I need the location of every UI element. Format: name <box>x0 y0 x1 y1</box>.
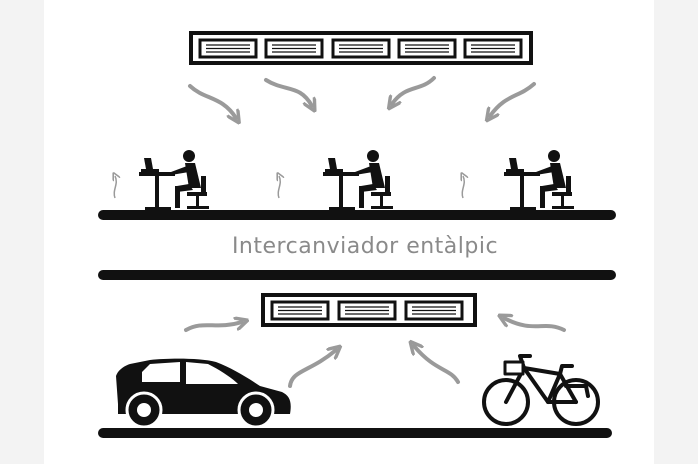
office-floor <box>98 210 616 220</box>
street-floor <box>98 428 612 438</box>
warm-air-arrow-icon <box>278 176 280 198</box>
warm-air-arrow-icon <box>114 176 116 198</box>
street-ceiling <box>98 270 616 280</box>
airflow-arrows-lower <box>184 318 566 388</box>
airflow-arrow-icon <box>288 350 336 388</box>
person-desk-laptop-icon <box>323 150 393 210</box>
vent-slot <box>331 38 391 59</box>
lower-vent-unit <box>261 293 477 327</box>
bicycle-icon <box>482 354 600 426</box>
vent-slot <box>463 38 523 59</box>
airflow-arrow-icon <box>490 82 536 116</box>
upper-vent-unit <box>189 31 533 65</box>
airflow-arrow-icon <box>188 84 236 118</box>
vent-slot <box>198 38 258 59</box>
person-desk-laptop-icon <box>139 150 209 210</box>
car-icon <box>116 358 291 429</box>
vent-slot <box>404 300 464 321</box>
vent-slot <box>270 300 330 321</box>
airflow-arrow-icon <box>504 318 566 332</box>
warm-air-arrows <box>114 176 464 198</box>
airflow-arrows-upper <box>188 76 536 118</box>
airflow-arrow-icon <box>414 346 460 384</box>
airflow-arrow-icon <box>184 322 242 332</box>
vent-slot <box>337 300 397 321</box>
airflow-arrow-icon <box>264 78 312 106</box>
exchanger-label: Intercanviador entàlpic <box>232 234 498 259</box>
airflow-arrow-icon <box>392 76 436 104</box>
person-desk-laptop-icon <box>504 150 574 210</box>
workstations <box>139 150 574 210</box>
vent-slot <box>397 38 457 59</box>
warm-air-arrow-icon <box>462 176 464 198</box>
vent-slot <box>264 38 324 59</box>
